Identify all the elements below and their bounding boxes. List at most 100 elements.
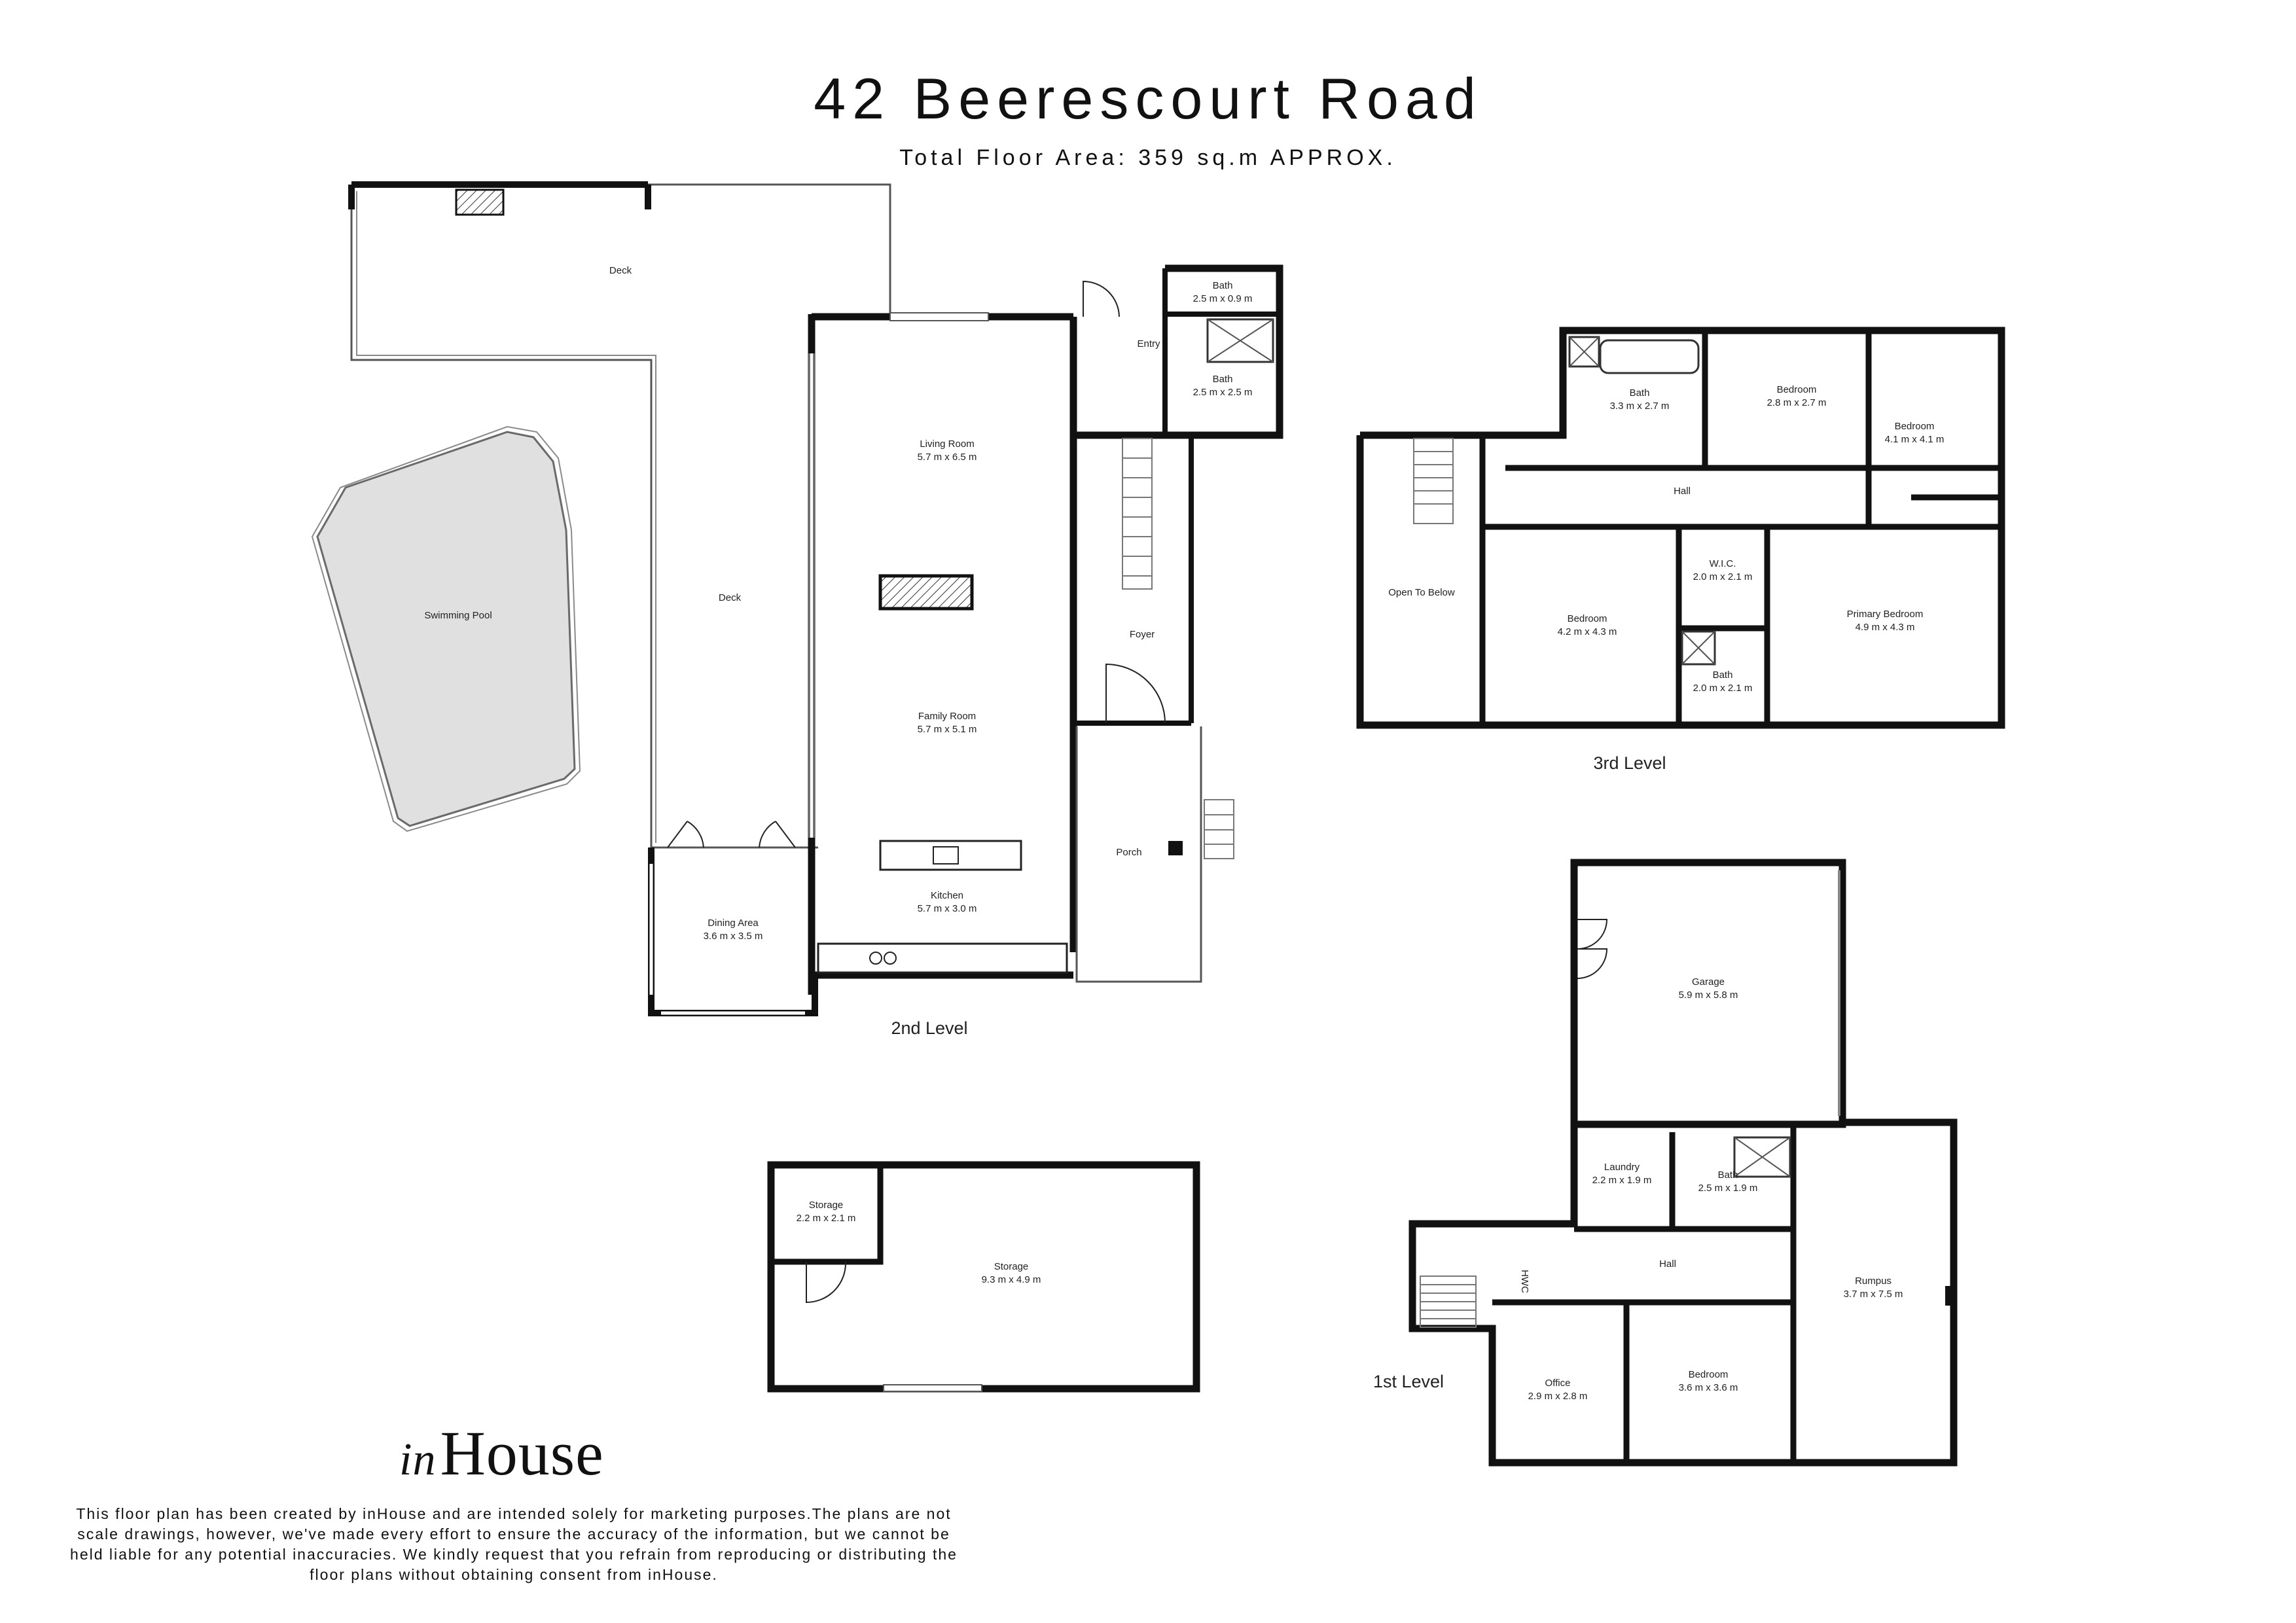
room-dims-wic: 2.0 m x 2.1 m (1693, 571, 1753, 582)
window-north (889, 312, 989, 321)
stairs-first (1420, 1275, 1477, 1328)
level-label-first: 1st Level (1373, 1372, 1444, 1391)
room-label-storage-small: Storage (809, 1200, 844, 1211)
room-label-deck-top: Deck (609, 265, 632, 276)
fireplace-deck (455, 188, 505, 216)
shower-ensuite-x2 (1681, 631, 1715, 665)
room-dims-family: 5.7 m x 5.1 m (918, 724, 977, 735)
deck-outline-inner (356, 191, 656, 843)
room-label-living: Living Room (920, 438, 974, 450)
swimming-pool-rim (311, 425, 581, 832)
room-dims-dining: 3.6 m x 3.5 m (704, 931, 763, 942)
room-label-open-below: Open To Below (1388, 587, 1455, 598)
room-label-office: Office (1545, 1378, 1571, 1389)
storage-door (806, 1261, 847, 1304)
room-label-laundry: Laundry (1604, 1162, 1640, 1173)
third-outer (1356, 327, 2005, 729)
room-label-primary: Primary Bedroom (1847, 609, 1924, 620)
entry-door (1083, 280, 1120, 317)
room-dims-bath-ensuite: 2.0 m x 2.1 m (1693, 683, 1753, 694)
dining-door-right (759, 821, 796, 848)
swimming-pool (316, 431, 576, 827)
porch-post (1168, 841, 1183, 855)
room-dims-bath-upper: 3.3 m x 2.7 m (1610, 401, 1670, 412)
room-label-dining: Dining Area (708, 918, 759, 929)
room-label-bath-ensuite: Bath (1713, 669, 1733, 681)
deck-outline (350, 187, 818, 849)
room-dims-bedroom-42: 4.2 m x 4.3 m (1558, 626, 1617, 637)
lower-outer (1408, 1118, 1958, 1467)
kitchen-sink (933, 846, 959, 865)
dining-door-left (667, 821, 704, 848)
garage-walls (1570, 859, 1846, 1128)
shower-upper (1568, 336, 1600, 368)
shower (1206, 318, 1274, 363)
storage-outer (767, 1161, 1200, 1393)
room-dims-bedroom-41: 4.1 m x 4.1 m (1885, 434, 1945, 445)
room-label-bath-entry: Bath (1213, 374, 1233, 385)
room-label-rumpus: Rumpus (1855, 1275, 1892, 1287)
room-dims-garage: 5.9 m x 5.8 m (1679, 990, 1738, 1001)
room-dims-living: 5.7 m x 6.5 m (918, 452, 977, 463)
room-label-hwc: HWC (1519, 1270, 1530, 1293)
shower-lower (1733, 1136, 1791, 1178)
page-title: 42 Beerescourt Road (814, 66, 1482, 131)
deck-outline-top (648, 183, 891, 316)
room-label-storage-large: Storage (994, 1261, 1029, 1272)
storage-plan: Storage 2.2 m x 2.1 m Storage 9.3 m x 4.… (767, 1161, 1200, 1393)
room-dims-bath-entry: 2.5 m x 2.5 m (1193, 387, 1253, 398)
room-label-bedroom-41: Bedroom (1895, 421, 1935, 432)
room-dims-bath-lower: 2.5 m x 1.9 m (1698, 1183, 1758, 1194)
room-label-bath-lower: Bath (1718, 1169, 1738, 1181)
room-label-kitchen: Kitchen (931, 890, 963, 901)
room-label-bedroom-42: Bedroom (1568, 613, 1607, 624)
shower-lower-x2 (1734, 1137, 1791, 1177)
storage-small-walls (771, 1165, 884, 1265)
room-label-foyer: Foyer (1130, 629, 1155, 640)
total-floor-area: Total Floor Area: 359 sq.m APPROX. (899, 145, 1397, 170)
room-dims-bath-small: 2.5 m x 0.9 m (1193, 293, 1253, 304)
room-label-pool: Swimming Pool (424, 610, 492, 621)
room-dims-bedroom-28: 2.8 m x 2.7 m (1767, 397, 1827, 408)
shower-upper-x2 (1569, 336, 1600, 367)
kitchen-bench (817, 942, 1068, 974)
porch-outline (1075, 726, 1202, 983)
bathtub (1599, 339, 1700, 374)
room-dims-office: 2.9 m x 2.8 m (1528, 1391, 1588, 1402)
level-label-third: 3rd Level (1593, 753, 1666, 773)
third-level-plan: Bath 3.3 m x 2.7 m Bedroom 2.8 m x 2.7 m… (1356, 327, 2005, 773)
stairs-second (1122, 438, 1153, 590)
room-dims-laundry: 2.2 m x 1.9 m (1592, 1175, 1652, 1186)
cooktop-2 (884, 952, 897, 965)
entry-block (1069, 264, 1283, 439)
room-dims-storage-large: 9.3 m x 4.9 m (982, 1274, 1041, 1285)
room-label-bedroom-36: Bedroom (1689, 1369, 1729, 1380)
level-label-second: 2nd Level (891, 1018, 967, 1038)
foyer-door (1105, 663, 1166, 724)
cooktop (869, 952, 882, 965)
room-label-hall-upper: Hall (1674, 486, 1691, 497)
kitchen-island (879, 840, 1022, 871)
room-dims-storage-small: 2.2 m x 2.1 m (797, 1213, 856, 1224)
room-label-family: Family Room (918, 711, 976, 722)
room-label-bedroom-28: Bedroom (1777, 384, 1817, 395)
first-level-plan: Garage 5.9 m x 5.8 m Laundry 2.2 m x 1.9… (1373, 859, 1958, 1467)
second-level-plan: Deck Deck Swimming Pool Bath 2.5 m x 0.9… (311, 181, 1283, 1038)
room-label-wic: W.I.C. (1710, 558, 1736, 569)
room-label-bath-small: Bath (1213, 280, 1233, 291)
room-label-hall-lower: Hall (1659, 1258, 1676, 1270)
stairs-third (1413, 438, 1454, 524)
disclaimer: This floor plan has been created by inHo… (70, 1505, 958, 1583)
room-dims-bedroom-36: 3.6 m x 3.6 m (1679, 1382, 1738, 1393)
room-label-porch: Porch (1116, 847, 1141, 858)
logo-prefix: in (399, 1435, 437, 1485)
room-label-entry: Entry (1137, 338, 1160, 349)
shower-x2 (1207, 319, 1274, 363)
storage-window (883, 1384, 982, 1392)
room-label-garage: Garage (1692, 976, 1725, 988)
room-dims-kitchen: 5.7 m x 3.0 m (918, 903, 977, 914)
room-label-bath-upper: Bath (1630, 387, 1650, 399)
logo-main: House (440, 1418, 604, 1488)
room-label-deck-side: Deck (719, 592, 742, 603)
